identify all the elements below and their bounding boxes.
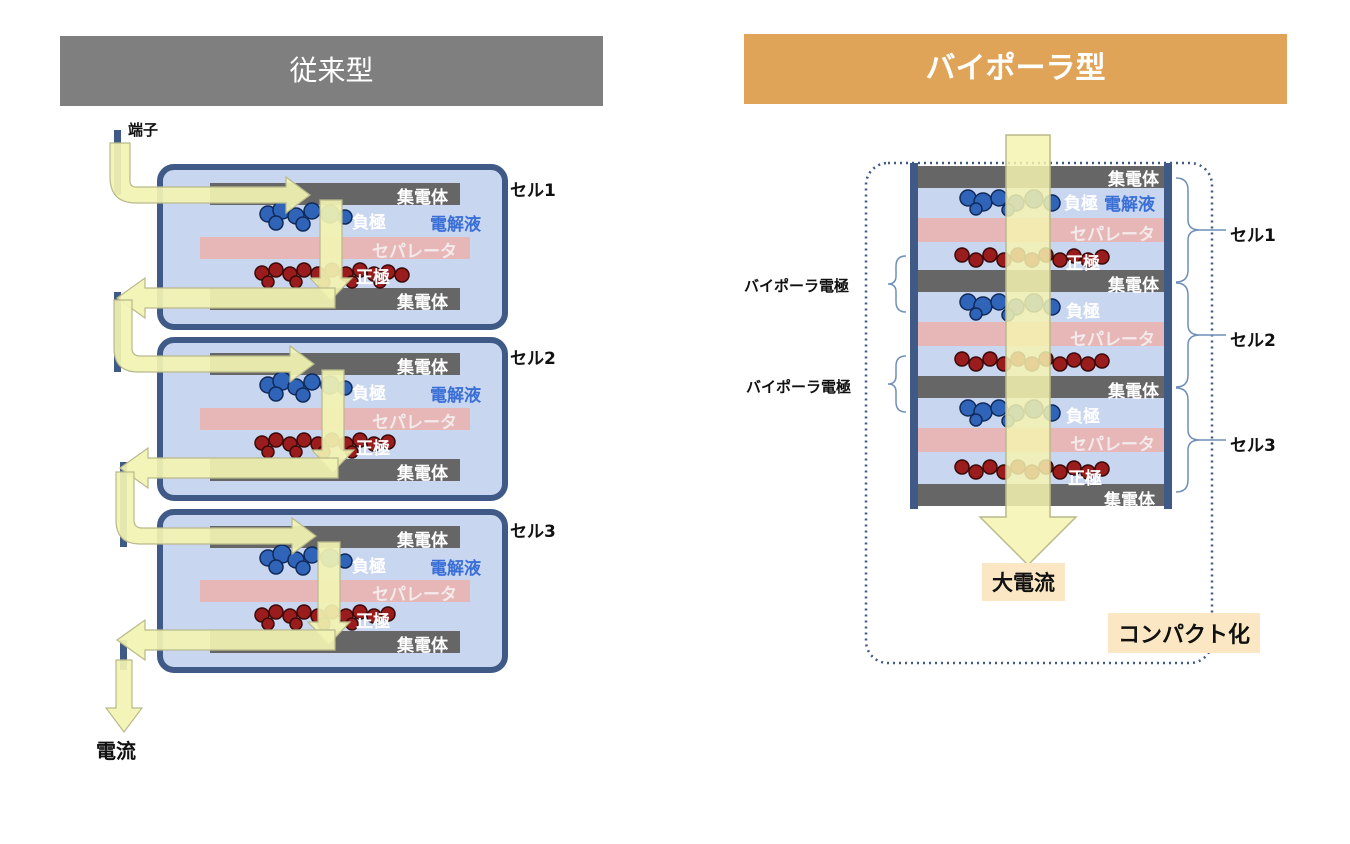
cell-2-cathode-label: 正極 (356, 439, 390, 459)
cell-brackets-right (1175, 177, 1226, 493)
bipolar-anode-label-3: 負極 (1066, 407, 1100, 427)
cell-1-collector-bottom-label: 集電体 (397, 293, 448, 313)
bipolar-cell-1-label: セル1 (1230, 226, 1276, 246)
cell-2-separator-label: セパレータ (372, 413, 457, 433)
cell-3-collector-top-label: 集電体 (397, 531, 448, 551)
bipolar-electrolyte-label: 電解液 (1104, 195, 1155, 215)
bipolar-cell-3-label: セル3 (1230, 436, 1276, 456)
conventional-title: 従来型 (60, 36, 603, 106)
cell-2-collector-top-label: 集電体 (397, 358, 448, 378)
bipolar-separator-label-3: セパレータ (1070, 435, 1155, 455)
bipolar-anode-label-2: 負極 (1066, 302, 1100, 322)
cell-2-label: セル2 (510, 349, 556, 369)
cell-1-anode-label: 負極 (352, 213, 386, 233)
conventional-wires (114, 130, 127, 670)
bipolar-title: バイポーラ型 (744, 34, 1287, 104)
compact-label: コンパクト化 (1108, 613, 1261, 653)
cell-3-separator-label: セパレータ (372, 585, 457, 605)
bipolar-cell-2-label: セル2 (1230, 331, 1276, 351)
cell-3-label: セル3 (510, 522, 556, 542)
bipolar-cathode-label-1: 正極 (1066, 254, 1100, 274)
bipolar-separator-label-1: セパレータ (1070, 225, 1155, 245)
cell-1-collector-top-label: 集電体 (397, 188, 448, 208)
current-label: 電流 (96, 739, 136, 763)
bipolar-brackets-left (887, 255, 907, 413)
bipolar-cathode-label-3: 正極 (1068, 469, 1102, 489)
cell-3-electrolyte-label: 電解液 (430, 559, 481, 579)
cell-3-anode-label: 負極 (352, 557, 386, 577)
bipolar-separator-label-2: セパレータ (1070, 330, 1155, 350)
cell-3-collector-bottom-label: 集電体 (397, 636, 448, 656)
cell-2-anode-label: 負極 (352, 384, 386, 404)
terminal-label: 端子 (128, 121, 159, 139)
bipolar-collector-label-2: 集電体 (1108, 276, 1159, 296)
bipolar-collector-label-3: 集電体 (1108, 382, 1159, 402)
conventional-current-arrows (104, 142, 356, 733)
cell-3-cathode-label: 正極 (356, 612, 390, 632)
cell-2-collector-bottom-label: 集電体 (397, 464, 448, 484)
bipolar-electrode-label-2: バイポーラ電極 (746, 378, 852, 396)
cell-1-cathode-label: 正極 (356, 268, 390, 288)
cell-1-separator-label: セパレータ (372, 242, 457, 262)
bipolar-electrode-label-1: バイポーラ電極 (744, 277, 850, 295)
big-current-arrow (978, 134, 1078, 567)
bipolar-collector-label-4: 集電体 (1104, 491, 1155, 511)
big-current-label: 大電流 (982, 563, 1065, 601)
cell-2-electrolyte-label: 電解液 (430, 386, 481, 406)
cell-1-label: セル1 (510, 181, 556, 201)
cell-1-electrolyte-label: 電解液 (430, 215, 481, 235)
bipolar-collector-label-1: 集電体 (1108, 170, 1159, 190)
bipolar-anode-label-1: 負極 (1064, 194, 1098, 214)
